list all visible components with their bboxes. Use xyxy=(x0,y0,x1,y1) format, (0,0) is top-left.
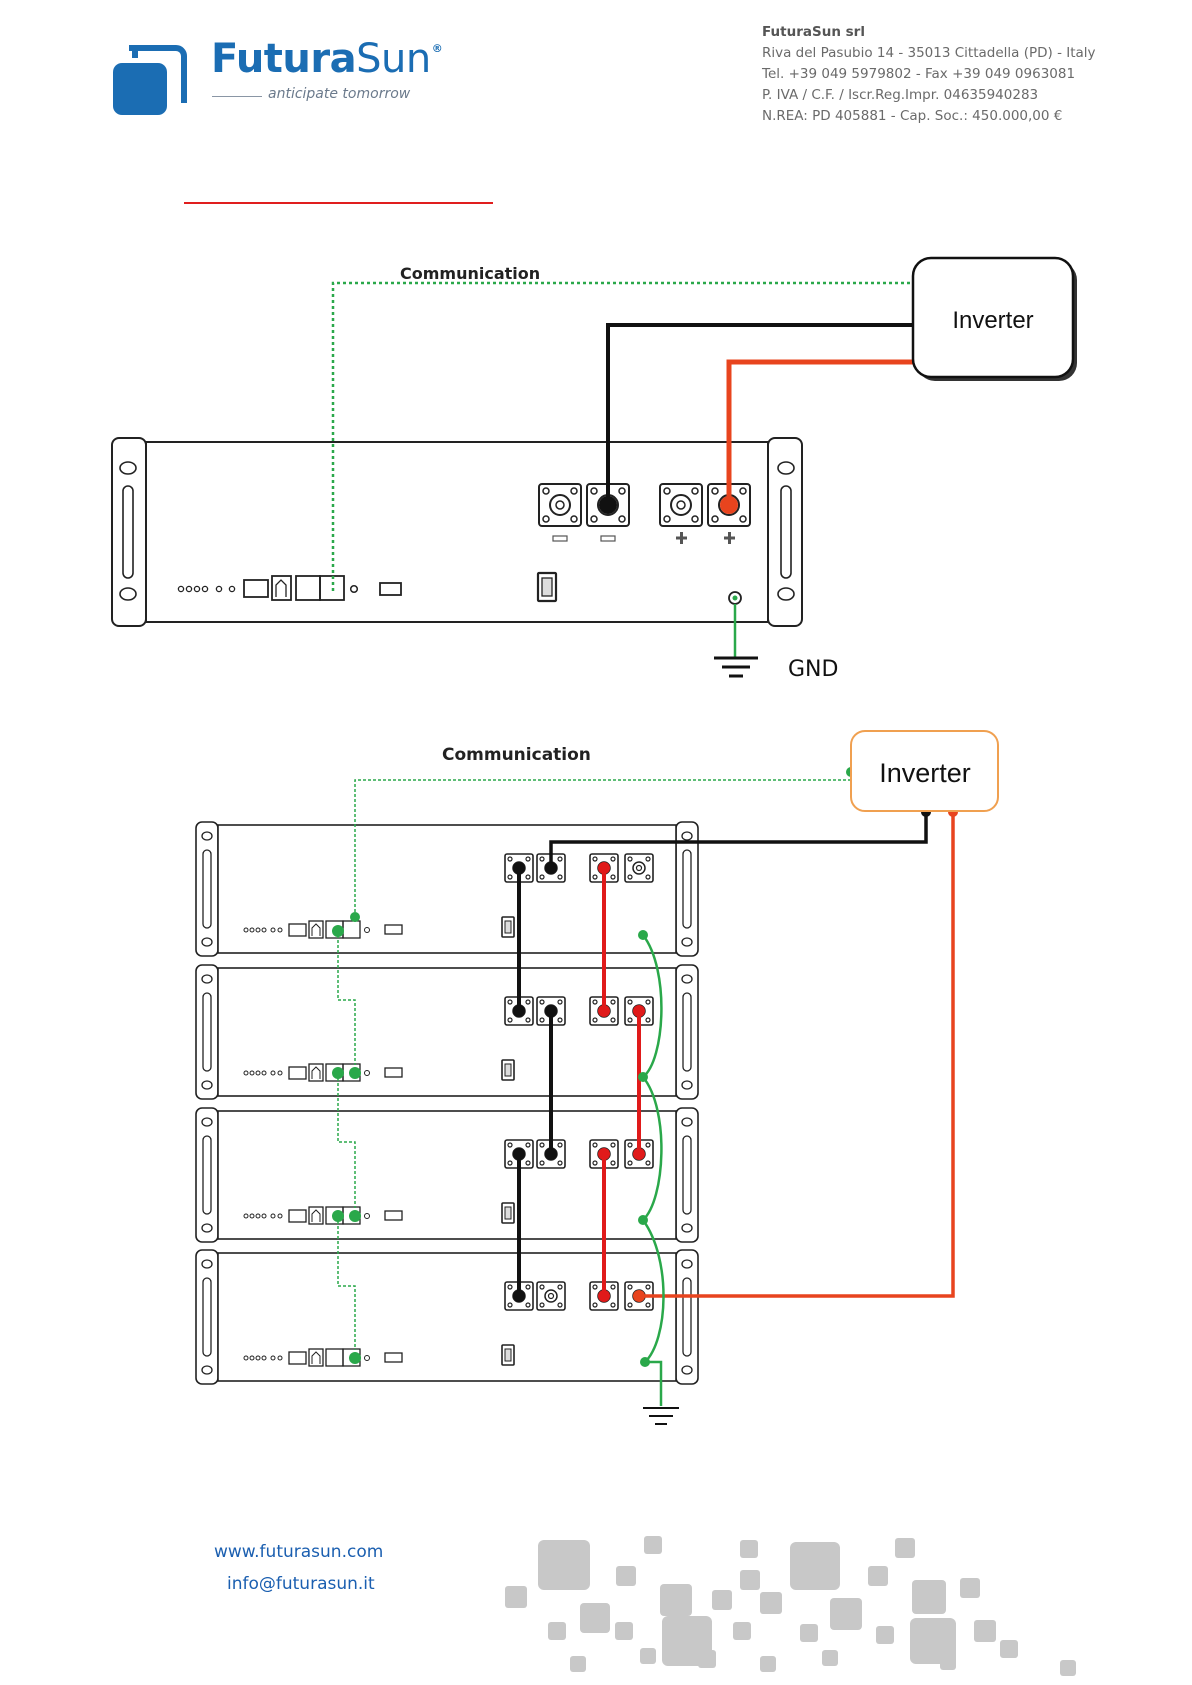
company-info: FuturaSun srl Riva del Pasubio 14 - 3501… xyxy=(762,22,1096,127)
futurasun-logo-mark-icon xyxy=(113,45,187,115)
communication-label-2: Communication xyxy=(442,745,591,765)
logo xyxy=(112,40,432,115)
company-rea: N.REA: PD 405881 - Cap. Soc.: 450.000,00… xyxy=(762,108,1063,124)
company-phone: Tel. +39 049 5979802 - Fax +39 049 09630… xyxy=(762,66,1076,82)
email-link[interactable]: info@futurasun.it xyxy=(227,1574,375,1594)
battery-module-3 xyxy=(195,1107,699,1243)
single-module-diagram: Inverter Communication GND xyxy=(111,256,1077,682)
communication-cable-1 xyxy=(331,281,914,591)
battery-module-4 xyxy=(195,1249,699,1385)
battery-module-2 xyxy=(195,964,699,1100)
tagline: anticipate tomorrow xyxy=(268,86,411,102)
positive-cable-1 xyxy=(726,359,914,505)
communication-label-1: Communication xyxy=(400,264,540,283)
inverter-label-1: Inverter xyxy=(952,307,1033,334)
website-link[interactable]: www.futurasun.com xyxy=(214,1542,384,1562)
communication-cable-2 xyxy=(354,779,851,922)
company-address: Riva del Pasubio 14 - 35013 Cittadella (… xyxy=(762,45,1096,61)
brand-name: FuturaSun® xyxy=(211,36,443,82)
inverter-box-1 xyxy=(911,256,1075,379)
ground-icon xyxy=(714,656,758,678)
stacked-modules-diagram: Inverter Communication xyxy=(195,730,999,1425)
company-name: FuturaSun srl xyxy=(762,24,865,40)
company-vat: P. IVA / C.F. / Iscr.Reg.Impr. 046359402… xyxy=(762,87,1039,103)
brand-second: Sun xyxy=(356,36,431,82)
registered-mark: ® xyxy=(431,42,443,55)
brand-main: Futura xyxy=(211,36,357,82)
negative-cables-2 xyxy=(513,807,931,1302)
positive-cables-2 xyxy=(598,807,958,1302)
inverter-box-2 xyxy=(850,730,999,812)
tagline-rule xyxy=(212,96,262,97)
negative-cable-1 xyxy=(606,323,914,505)
inverter-label-2: Inverter xyxy=(879,758,971,788)
section-underline xyxy=(184,202,493,204)
gnd-label: GND xyxy=(788,657,838,682)
decorative-squares xyxy=(505,1536,1076,1676)
ground-cables-2 xyxy=(638,930,679,1425)
